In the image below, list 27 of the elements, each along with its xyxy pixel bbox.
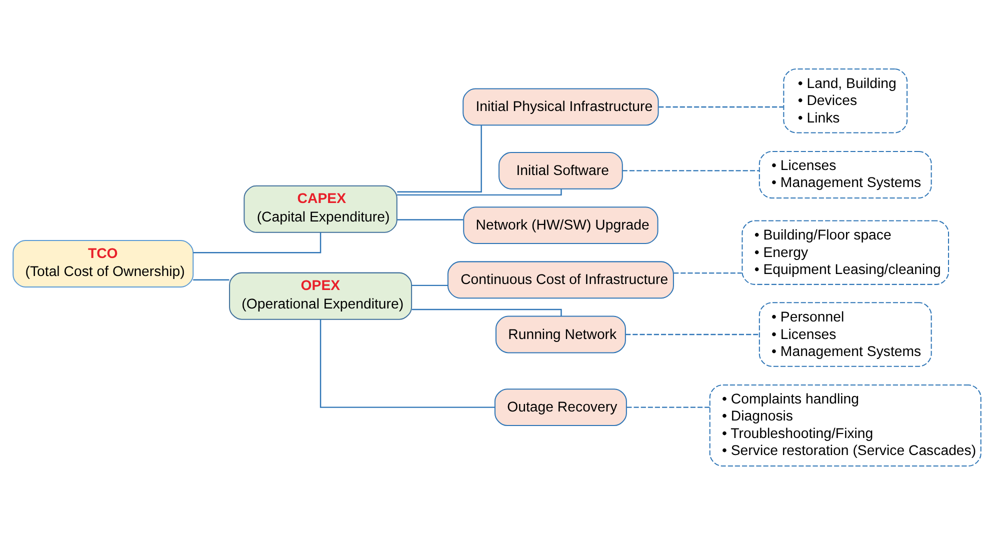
node-box: TCO (Total Cost of Ownership): [12, 240, 194, 288]
connector: [412, 284, 448, 286]
connector: [193, 232, 322, 254]
node-box: OPEX (Operational Expenditure): [229, 272, 412, 320]
node-box: Outage Recovery: [494, 388, 627, 426]
node-box: • Building/Floor space • Energy • Equipment Leasing/cleaning: [742, 220, 950, 285]
connector: [674, 272, 742, 274]
node-box: Continuous Cost of Infrastructure: [447, 261, 674, 299]
node-box: Network (HW/SW) Upgrade: [463, 206, 658, 244]
connector: [622, 170, 760, 172]
node-box: Initial Physical Infrastructure: [462, 88, 659, 126]
node-box: • Personnel • Licenses • Management Systems: [758, 302, 932, 367]
connector: [397, 189, 562, 196]
node-box: Running Network: [495, 316, 626, 354]
connector: [626, 334, 760, 336]
node-box: • Licenses • Management Systems: [758, 150, 932, 198]
connector: [397, 125, 482, 193]
node-box: • Land, Building • Devices • Links: [783, 68, 908, 134]
node-box: Initial Software: [498, 152, 623, 190]
connector: [320, 319, 495, 408]
connector: [658, 106, 784, 108]
connector: [412, 308, 562, 316]
connector: [193, 279, 230, 280]
connector: [397, 219, 464, 220]
node-box: • Complaints handling • Diagnosis • Troubleshooting/Fixing • Service restoration (Service Cascades): [709, 384, 982, 466]
connector: [626, 406, 710, 408]
node-box: CAPEX (Capital Expenditure): [244, 185, 398, 233]
